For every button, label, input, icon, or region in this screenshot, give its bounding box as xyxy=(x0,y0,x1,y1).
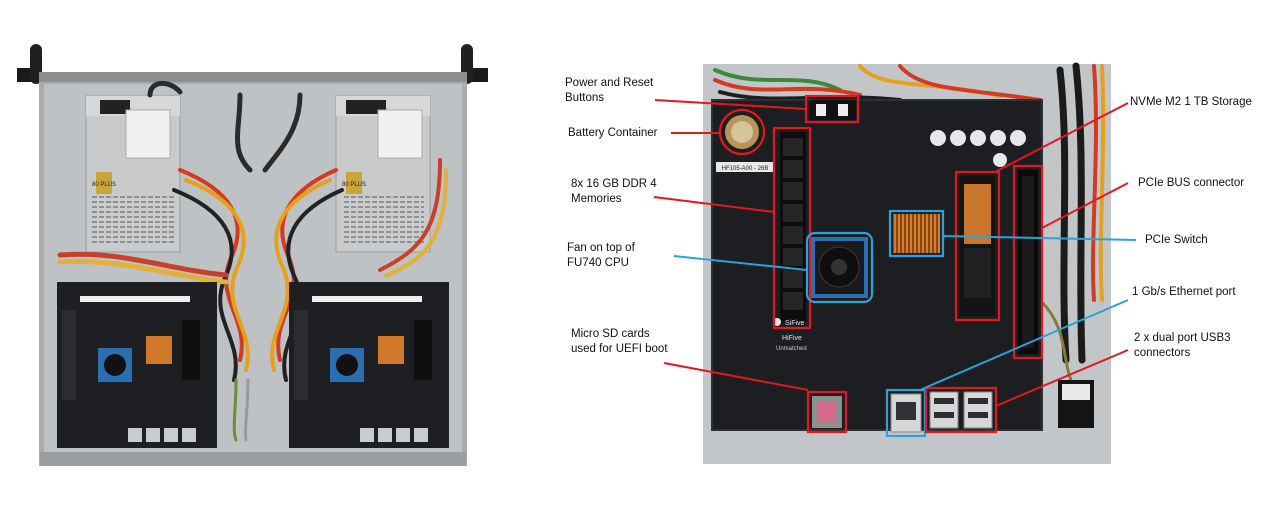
callout-box-fan xyxy=(805,231,874,304)
label-ethernet: 1 Gb/s Ethernet port xyxy=(1132,285,1236,300)
label-ethernet-line1: 1 Gb/s Ethernet port xyxy=(1132,286,1236,298)
ethernet-port-icon xyxy=(890,393,922,433)
leader-lines xyxy=(653,99,1137,407)
label-battery-line1: Battery Container xyxy=(568,127,658,139)
board-subname-silkscreen: Unmatched xyxy=(776,346,807,352)
leader-pcie-bus xyxy=(1041,182,1129,229)
brand-silkscreen: SiFive xyxy=(785,320,805,327)
label-fan-line1: Fan on top of xyxy=(567,242,635,254)
callout-box-pcie-bus xyxy=(1012,164,1044,360)
callout-box-battery xyxy=(718,108,766,156)
label-ddr-line2: Memories xyxy=(571,193,622,205)
leader-ddr xyxy=(653,196,775,213)
label-power-reset: Power and Reset Buttons xyxy=(565,76,653,106)
label-fan: Fan on top of FU740 CPU xyxy=(567,241,635,271)
callout-box-pcie-switch xyxy=(888,209,945,258)
callout-box-microsd xyxy=(806,390,848,434)
label-ddr: 8x 16 GB DDR 4 Memories xyxy=(571,177,657,207)
leader-ethernet xyxy=(919,299,1129,391)
board-model-silkscreen: HF105-A00 - 26B xyxy=(722,166,769,172)
label-microsd-line1: Micro SD cards xyxy=(571,328,650,340)
psu-right: 80 PLUS xyxy=(335,95,431,253)
psu-left: 80 PLUS xyxy=(85,95,181,253)
label-usb3-line2: connectors xyxy=(1134,347,1191,359)
board-closeup-photo: HF105-A00 - 26B xyxy=(703,62,1111,464)
ddr-memory-chips xyxy=(780,132,806,322)
label-battery: Battery Container xyxy=(568,126,658,141)
callout-box-ddr xyxy=(772,126,812,330)
label-power-reset-line2: Buttons xyxy=(565,92,604,104)
fan-icon xyxy=(811,237,868,298)
battery-icon xyxy=(725,115,759,149)
label-pcie-bus: PCIe BUS connector xyxy=(1138,176,1244,191)
label-microsd: Micro SD cards used for UEFI boot xyxy=(571,327,668,357)
chassis-photo: 80 PLUS 80 PLUS xyxy=(17,44,488,466)
label-usb3: 2 x dual port USB3 connectors xyxy=(1134,331,1231,361)
psu-badge-left: 80 PLUS xyxy=(92,182,116,188)
nvme-ssd xyxy=(960,176,995,316)
callout-box-usb3 xyxy=(924,386,998,434)
pcie-switch-heatsink xyxy=(893,214,940,253)
label-ddr-line1: 8x 16 GB DDR 4 xyxy=(571,178,657,190)
capacitor-row xyxy=(930,130,1026,167)
callout-box-nvme xyxy=(954,170,1001,322)
leader-power-reset xyxy=(654,99,807,110)
board-name-silkscreen: HiFive xyxy=(782,335,802,342)
psu-badge-right: 80 PLUS xyxy=(342,182,366,188)
label-nvme-line1: NVMe M2 1 TB Storage xyxy=(1130,96,1252,108)
label-pcie-switch-line1: PCIe Switch xyxy=(1145,234,1208,246)
leader-pcie-switch xyxy=(942,235,1137,241)
cable-bundle xyxy=(57,80,448,442)
board-right xyxy=(289,282,449,448)
callout-boxes xyxy=(718,94,1044,438)
label-power-reset-line1: Power and Reset xyxy=(565,77,654,89)
leader-nvme xyxy=(994,102,1129,173)
label-nvme: NVMe M2 1 TB Storage xyxy=(1130,95,1252,110)
leader-microsd xyxy=(663,362,809,391)
leader-fan xyxy=(673,255,808,271)
board-left xyxy=(57,282,217,448)
label-pcie-bus-line1: PCIe BUS connector xyxy=(1138,177,1245,189)
label-fan-line2: FU740 CPU xyxy=(567,257,629,269)
usb-port-icon xyxy=(929,391,993,429)
label-pcie-switch: PCIe Switch xyxy=(1145,233,1208,248)
leader-usb3 xyxy=(995,349,1129,407)
label-usb3-line1: 2 x dual port USB3 xyxy=(1134,332,1231,344)
label-microsd-line2: used for UEFI boot xyxy=(571,343,668,355)
